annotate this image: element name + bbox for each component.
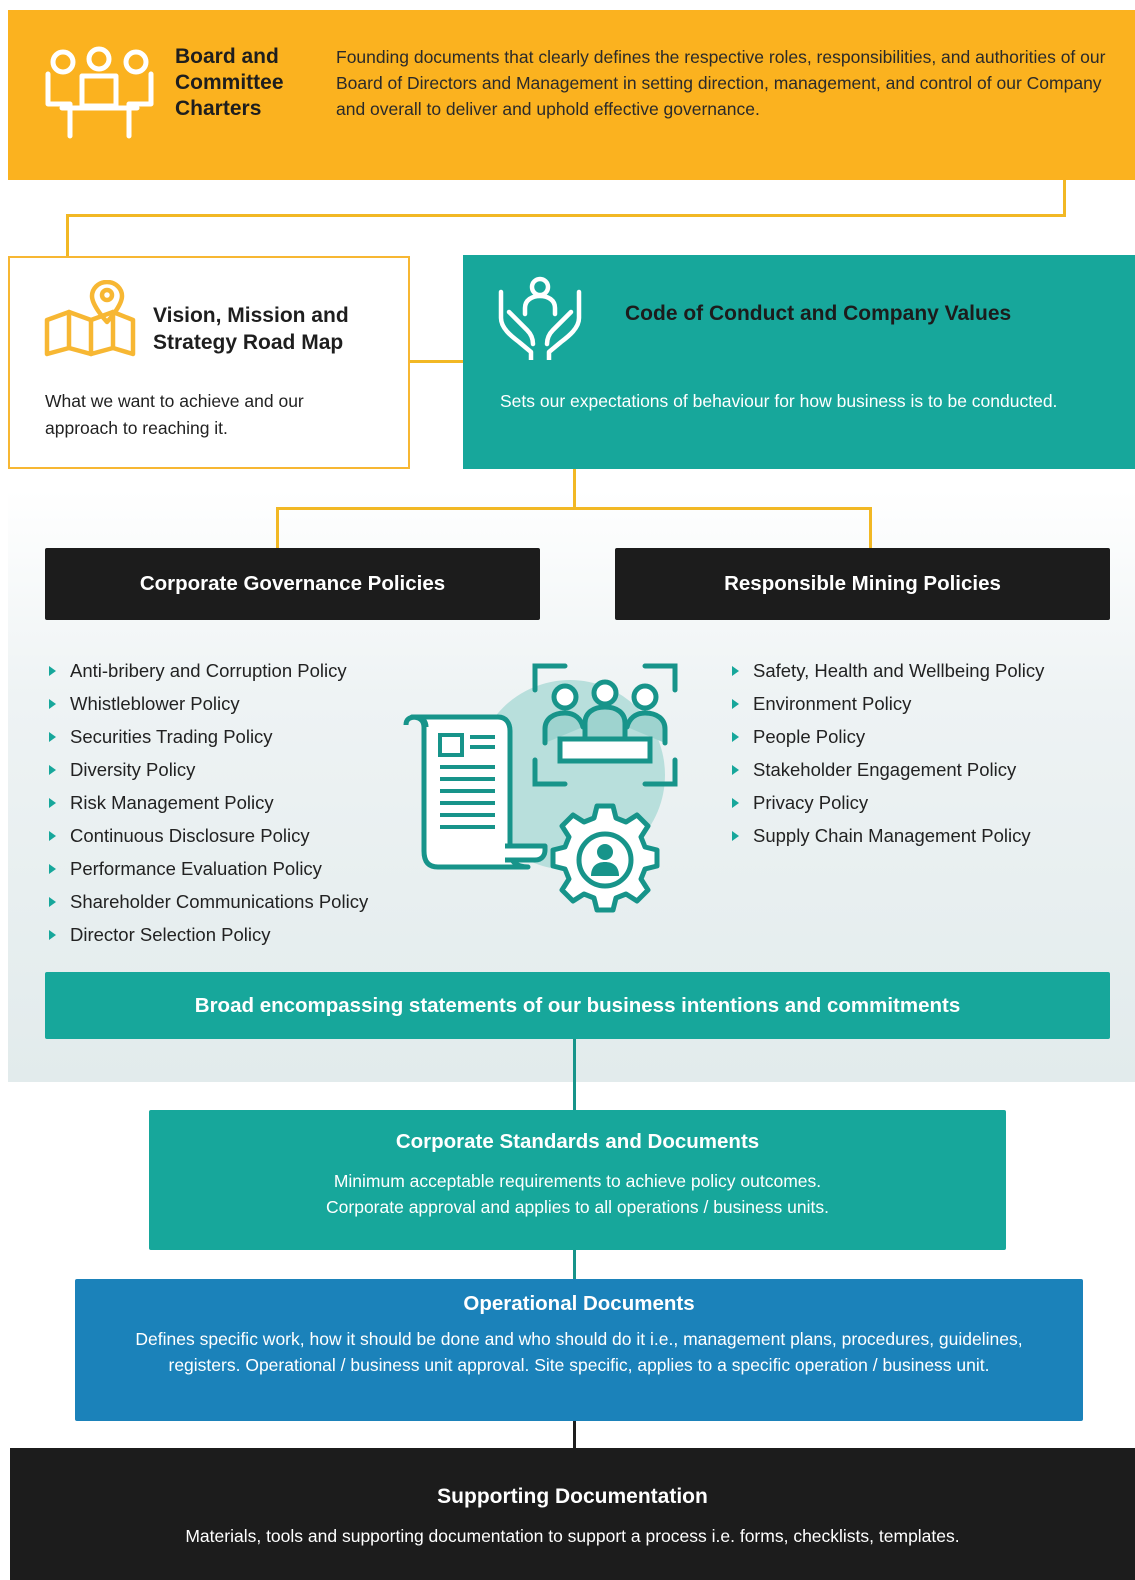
corporate-standards-line: Corporate approval and applies to all op… xyxy=(326,1197,829,1217)
policy-label: Anti-bribery and Corruption Policy xyxy=(70,660,347,681)
policy-label: Privacy Policy xyxy=(753,792,869,813)
bullet-triangle-icon xyxy=(49,897,56,907)
policy-label: Safety, Health and Wellbeing Policy xyxy=(753,660,1045,681)
corporate-standards-box: Corporate Standards and Documents Minimu… xyxy=(149,1110,1006,1250)
bullet-triangle-icon xyxy=(49,765,56,775)
board-charters-title: Board and Committee Charters xyxy=(175,45,284,120)
operational-documents-title: Operational Documents xyxy=(463,1292,695,1315)
connector-line xyxy=(66,214,69,256)
list-item: Shareholder Communications Policy xyxy=(45,885,368,918)
policy-label: Whistleblower Policy xyxy=(70,693,240,714)
corporate-standards-description: Minimum acceptable requirements to achie… xyxy=(149,1168,1006,1220)
responsible-mining-list: Safety, Health and Wellbeing Policy Envi… xyxy=(728,654,1044,852)
code-of-conduct-description: Sets our expectations of behaviour for h… xyxy=(500,391,1058,411)
policy-label: Securities Trading Policy xyxy=(70,726,273,747)
policy-label: Environment Policy xyxy=(753,693,912,714)
board-charters-box xyxy=(8,10,1135,180)
connector-line xyxy=(1063,180,1066,216)
corporate-governance-header: Corporate Governance Policies xyxy=(45,548,540,620)
connector-line xyxy=(276,507,872,510)
policy-label: Performance Evaluation Policy xyxy=(70,858,322,879)
list-item: Diversity Policy xyxy=(45,753,368,786)
gear-person-icon xyxy=(550,803,660,913)
hands-person-icon xyxy=(498,276,582,360)
bullet-triangle-icon xyxy=(49,666,56,676)
vision-mission-title: Vision, Mission and Strategy Road Map xyxy=(153,304,349,354)
board-charters-description: Founding documents that clearly defines … xyxy=(336,47,1106,119)
list-item: Continuous Disclosure Policy xyxy=(45,819,368,852)
bullet-triangle-icon xyxy=(732,732,739,742)
connector-line xyxy=(573,1250,576,1279)
bullet-triangle-icon xyxy=(732,765,739,775)
supporting-documentation-title: Supporting Documentation xyxy=(437,1485,708,1508)
bullet-triangle-icon xyxy=(732,798,739,808)
connector-line xyxy=(573,1039,576,1110)
list-item: Performance Evaluation Policy xyxy=(45,852,368,885)
people-meeting-icon xyxy=(45,46,154,139)
list-item: Whistleblower Policy xyxy=(45,687,368,720)
policy-label: Continuous Disclosure Policy xyxy=(70,825,310,846)
corporate-governance-list: Anti-bribery and Corruption Policy Whist… xyxy=(45,654,368,951)
bullet-triangle-icon xyxy=(49,831,56,841)
policy-label: People Policy xyxy=(753,726,866,747)
code-of-conduct-title: Code of Conduct and Company Values xyxy=(625,302,1012,325)
bullet-triangle-icon xyxy=(49,864,56,874)
operational-documents-box: Operational Documents Defines specific w… xyxy=(75,1279,1083,1421)
list-item: Environment Policy xyxy=(728,687,1044,720)
supporting-documentation-description: Materials, tools and supporting document… xyxy=(185,1526,960,1546)
policy-label: Supply Chain Management Policy xyxy=(753,825,1031,846)
vision-mission-description: What we want to achieve and our approach… xyxy=(45,391,304,438)
supporting-documentation-box: Supporting Documentation Materials, tool… xyxy=(10,1448,1135,1580)
team-meeting-icon xyxy=(532,663,678,787)
policy-label: Stakeholder Engagement Policy xyxy=(753,759,1017,780)
vision-mission-box xyxy=(8,256,410,469)
document-scroll-icon xyxy=(403,714,548,870)
policy-label: Diversity Policy xyxy=(70,759,196,780)
list-item: People Policy xyxy=(728,720,1044,753)
operational-documents-description: Defines specific work, how it should be … xyxy=(135,1329,1023,1375)
bullet-triangle-icon xyxy=(49,798,56,808)
bullet-triangle-icon xyxy=(732,831,739,841)
connector-line xyxy=(573,469,576,509)
bullet-triangle-icon xyxy=(49,699,56,709)
code-of-conduct-box xyxy=(463,255,1135,469)
list-item: Director Selection Policy xyxy=(45,918,368,951)
list-item: Securities Trading Policy xyxy=(45,720,368,753)
list-item: Privacy Policy xyxy=(728,786,1044,819)
list-item: Risk Management Policy xyxy=(45,786,368,819)
map-pin-icon xyxy=(44,280,136,357)
list-item: Supply Chain Management Policy xyxy=(728,819,1044,852)
bullet-triangle-icon xyxy=(49,930,56,940)
policy-illustration xyxy=(403,663,678,913)
corporate-standards-title: Corporate Standards and Documents xyxy=(395,1130,760,1153)
policy-label: Risk Management Policy xyxy=(70,792,274,813)
list-item: Stakeholder Engagement Policy xyxy=(728,753,1044,786)
corporate-standards-line: Minimum acceptable requirements to achie… xyxy=(333,1171,822,1191)
connector-line xyxy=(573,1421,576,1448)
policy-label: Director Selection Policy xyxy=(70,924,271,945)
broad-statement-bar: Broad encompassing statements of our bus… xyxy=(45,972,1110,1039)
list-item: Anti-bribery and Corruption Policy xyxy=(45,654,368,687)
policy-label: Shareholder Communications Policy xyxy=(70,891,369,912)
bullet-triangle-icon xyxy=(732,666,739,676)
bullet-triangle-icon xyxy=(49,732,56,742)
connector-line xyxy=(869,507,872,548)
connector-line xyxy=(66,214,1066,217)
connector-line xyxy=(276,507,279,548)
list-item: Safety, Health and Wellbeing Policy xyxy=(728,654,1044,687)
connector-line xyxy=(410,360,463,363)
responsible-mining-header: Responsible Mining Policies xyxy=(615,548,1110,620)
bullet-triangle-icon xyxy=(732,699,739,709)
